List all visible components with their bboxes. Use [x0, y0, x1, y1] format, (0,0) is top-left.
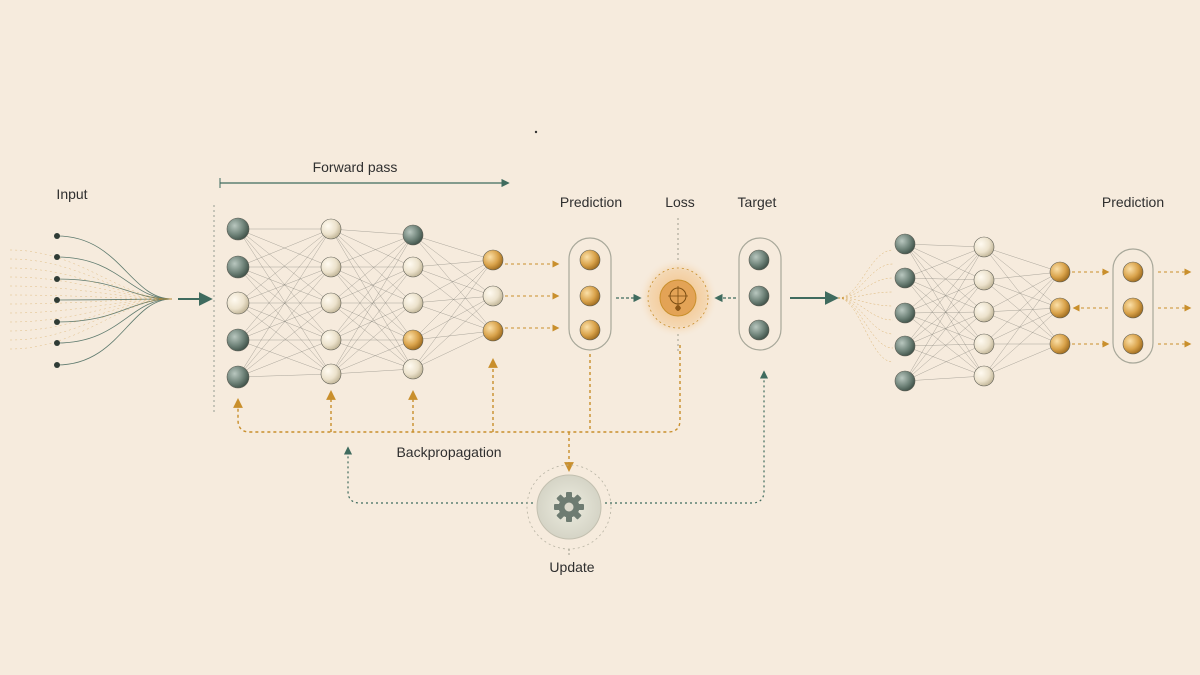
- right-network-node: [973, 365, 995, 387]
- target-label: Target: [737, 194, 777, 210]
- prediction-capsule-right: [1112, 248, 1154, 364]
- input-dot: [54, 362, 60, 368]
- right-network-node: [894, 335, 916, 357]
- network-nodes: [54, 217, 1144, 392]
- loss-target-icon: [668, 286, 688, 311]
- right-output-arrows: [1072, 268, 1192, 348]
- target-node: [748, 285, 770, 307]
- left-network-node: [226, 291, 250, 315]
- input-dot: [54, 319, 60, 325]
- left-network-node: [482, 285, 504, 307]
- input-fan-in-lines: [9, 235, 894, 366]
- right-network-node: [1049, 261, 1071, 283]
- left-network-node: [402, 329, 424, 351]
- right-network-node: [894, 233, 916, 255]
- input-dot: [54, 233, 60, 239]
- output-to-prediction-arrows: [505, 260, 560, 332]
- right-network-node: [1049, 333, 1071, 355]
- forward-pass-label: Forward pass: [312, 159, 398, 175]
- update-node: [526, 464, 612, 556]
- prediction-node: [579, 285, 601, 307]
- left-network-node: [320, 292, 342, 314]
- target-node: [748, 319, 770, 341]
- prediction-right-label: Prediction: [1101, 194, 1165, 210]
- right-network-node: [894, 370, 916, 392]
- prediction-right-node: [1122, 261, 1144, 283]
- left-network-node: [320, 363, 342, 385]
- left-network-node: [226, 365, 250, 389]
- left-network-node: [402, 358, 424, 380]
- right-network-node: [973, 333, 995, 355]
- left-network-node: [320, 256, 342, 278]
- right-network-node: [894, 302, 916, 324]
- left-network-node: [402, 224, 424, 246]
- prediction-right-node: [1122, 297, 1144, 319]
- input-dot: [54, 340, 60, 346]
- left-network-node: [226, 217, 250, 241]
- target-capsule: [738, 237, 782, 351]
- right-network-node: [973, 301, 995, 323]
- right-network-node: [894, 267, 916, 289]
- backpropagation-label: Backpropagation: [396, 444, 502, 460]
- left-network-node: [402, 256, 424, 278]
- right-network-edges: [904, 243, 1061, 382]
- left-network-node: [402, 292, 424, 314]
- prediction-label: Prediction: [559, 194, 623, 210]
- loss-node: [638, 218, 718, 352]
- input-dot: [54, 254, 60, 260]
- prediction-node: [579, 249, 601, 271]
- left-network-edges: [237, 228, 494, 378]
- prediction-node: [579, 319, 601, 341]
- input-dot: [54, 297, 60, 303]
- input-label: Input: [56, 186, 88, 202]
- left-network-node: [482, 249, 504, 271]
- right-network-node: [973, 269, 995, 291]
- left-network-node: [226, 255, 250, 279]
- update-label: Update: [549, 559, 595, 575]
- input-dot: [54, 276, 60, 282]
- left-network-node: [482, 320, 504, 342]
- prediction-right-node: [1122, 333, 1144, 355]
- prediction-capsule: [568, 237, 612, 351]
- right-network-node: [973, 236, 995, 258]
- left-network-node: [320, 218, 342, 240]
- left-network-node: [226, 328, 250, 352]
- target-node: [748, 249, 770, 271]
- loss-label: Loss: [665, 194, 695, 210]
- left-network-node: [320, 329, 342, 351]
- update-loop-lines: [343, 370, 769, 504]
- right-network-node: [1049, 297, 1071, 319]
- backprop-paths: [233, 345, 681, 472]
